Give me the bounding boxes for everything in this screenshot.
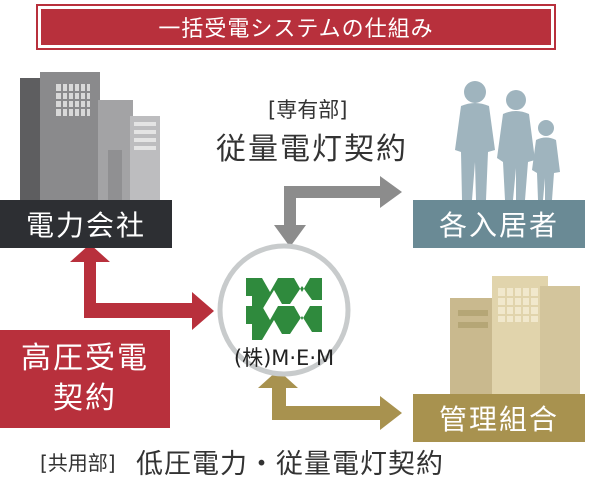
high-voltage-line1: 高圧受電 — [21, 341, 149, 376]
management-label: 管理組合 — [413, 394, 585, 442]
title-banner: 一括受電システムの仕組み — [36, 4, 556, 50]
power-company-building-icon — [20, 72, 160, 200]
high-voltage-contract-box: 高圧受電 契約 — [0, 330, 170, 428]
residents-family-icon — [455, 81, 560, 200]
bottom-bracket-label: [共用部] — [40, 451, 116, 475]
top-bracket-label: [専有部] — [268, 98, 348, 122]
arrow-power-company — [70, 244, 214, 330]
arrow-to-management — [258, 370, 402, 430]
management-building-icon — [450, 276, 580, 394]
page-title: 一括受電システムの仕組み — [41, 9, 551, 45]
arrow-to-residents — [274, 176, 402, 247]
center-company-name: (株)M·E·M — [233, 346, 335, 370]
top-contract-label: 従量電灯契約 — [216, 132, 408, 167]
high-voltage-line2: 契約 — [53, 381, 117, 416]
mem-logo-icon — [217, 243, 351, 377]
power-company-label: 電力会社 — [0, 200, 172, 248]
bottom-contract-label: 低圧電力・従量電灯契約 — [136, 449, 444, 480]
residents-label: 各入居者 — [413, 200, 585, 248]
